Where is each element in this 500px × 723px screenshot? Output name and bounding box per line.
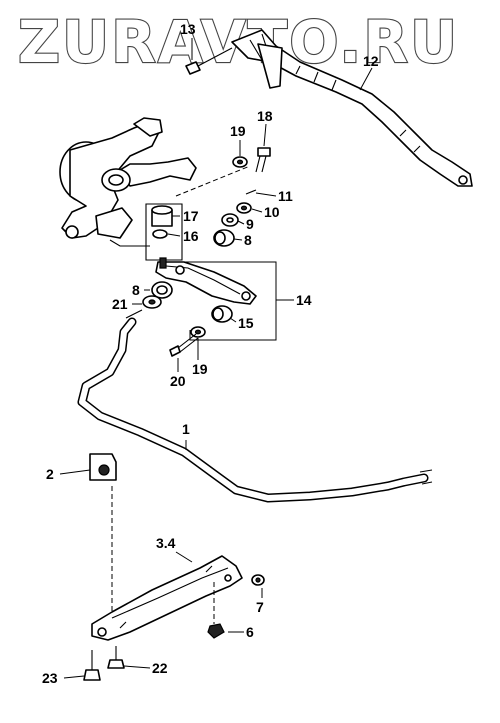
callout-12: 12 xyxy=(363,53,379,69)
part-18-bolt xyxy=(255,147,271,173)
part-8-bushing-mid xyxy=(151,281,173,299)
callout-19-top: 19 xyxy=(230,123,246,139)
part-19-washer-lower xyxy=(190,326,206,338)
part-20-bolt xyxy=(169,333,199,357)
callout-8-top: 8 xyxy=(244,232,252,248)
part-7-nut xyxy=(251,574,265,586)
callout-3-4: 3.4 xyxy=(156,535,176,551)
callout-8-mid: 8 xyxy=(132,282,140,298)
part-22-bolt xyxy=(107,646,125,669)
part-8-bushing-top xyxy=(213,229,235,247)
part-21-washer xyxy=(142,295,162,309)
callout-14: 14 xyxy=(296,292,312,308)
part-3-4-crossmember xyxy=(91,555,243,641)
assembly-centerline xyxy=(175,165,251,197)
leader-lines xyxy=(59,38,373,679)
part-9-washer xyxy=(221,213,239,227)
callout-10: 10 xyxy=(264,204,280,220)
callout-15: 15 xyxy=(238,315,254,331)
part-14-bracket xyxy=(182,261,277,341)
callout-17: 17 xyxy=(183,208,199,224)
part-12-tension-rod xyxy=(231,29,473,187)
part-15-bushing xyxy=(211,305,233,323)
callout-19-lower: 19 xyxy=(192,361,208,377)
callout-9: 9 xyxy=(246,216,254,232)
callout-1: 1 xyxy=(182,421,190,437)
callout-6: 6 xyxy=(246,624,254,640)
callout-13: 13 xyxy=(180,21,196,37)
part-14-link-arm xyxy=(155,257,257,305)
callout-18: 18 xyxy=(257,108,273,124)
callout-11: 11 xyxy=(278,188,293,204)
steering-knuckle xyxy=(59,117,197,247)
bracket-box xyxy=(145,203,183,261)
callout-7: 7 xyxy=(256,599,264,615)
callout-2: 2 xyxy=(46,466,54,482)
part-17-bushing xyxy=(151,205,173,227)
callout-20: 20 xyxy=(170,373,186,389)
part-11-pin xyxy=(245,189,257,195)
part-16-washer xyxy=(152,229,168,239)
part-6-nut xyxy=(207,623,225,639)
callout-23: 23 xyxy=(42,670,58,686)
part-10-nut xyxy=(236,202,252,214)
callout-16: 16 xyxy=(183,228,199,244)
callout-22: 22 xyxy=(152,660,168,676)
part-23-bolt xyxy=(83,650,101,681)
part-13-bolt xyxy=(185,47,233,75)
part-19-washer-top xyxy=(232,156,248,168)
callout-21: 21 xyxy=(112,296,128,312)
part-2-rubber-mount xyxy=(89,453,117,481)
part-1-stabilizer-bar xyxy=(77,309,433,503)
